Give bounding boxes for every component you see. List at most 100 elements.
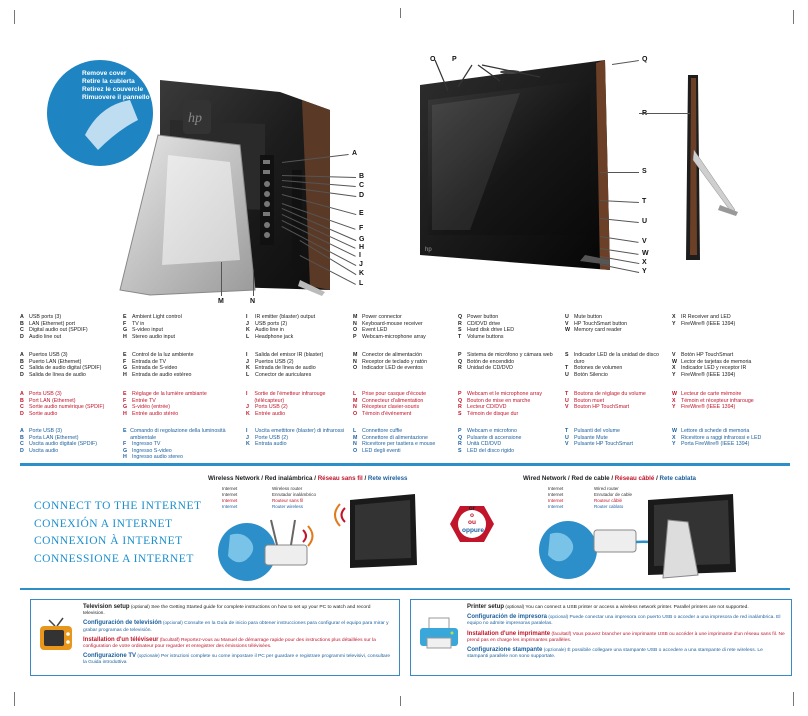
legend-label: Sistema de micrófono y cámara web: [467, 352, 553, 358]
legend-label: Mute button: [574, 314, 602, 320]
wireless-router-list: Wireless router Enrutador inalámbrico Ro…: [272, 486, 316, 510]
legend-key: A: [20, 428, 24, 434]
tv_panel-paragraph: Installation d'un téléviseur (facultatif…: [83, 637, 391, 650]
legend-label: LED del disco rigido: [467, 447, 515, 454]
legend-key: R: [458, 404, 462, 411]
callout-right: Q: [642, 56, 648, 63]
wireless-internet-list: Internet Internet Internet Internet: [222, 486, 237, 510]
panel-tag: (opzionale): [543, 647, 566, 653]
svg-text:hp: hp: [188, 111, 202, 126]
legend-label: Power connector: [362, 314, 402, 320]
legend-key: K: [246, 365, 250, 372]
legend-label: Bouton muet: [574, 397, 605, 404]
legend-label: Pulsante HP TouchSmart: [574, 441, 633, 448]
wired-router-label: Wired router: [594, 486, 619, 491]
legend-label: Audio line in: [255, 327, 284, 334]
legend-label: Connecteur d'alimentation: [362, 397, 424, 404]
legend-key: X: [672, 314, 676, 320]
legend-label: Puertos USB (2): [255, 358, 294, 365]
callout-left: E: [359, 210, 364, 217]
legend-key: Q: [458, 434, 463, 441]
wired-heading-en: Wired Network: [523, 475, 567, 482]
legend-key: A: [20, 314, 24, 320]
legend-key: U: [565, 434, 569, 441]
legend-label: IR Receiver and LED: [681, 314, 731, 320]
cover-banner-line: Retirez le couvercle: [82, 86, 144, 93]
legend-key: C: [20, 441, 24, 448]
legend-label: Headphone jack: [255, 333, 294, 340]
wired-router-label: Enrutador de cable: [594, 492, 633, 497]
legend-key: N: [353, 320, 357, 327]
legend-label: FireWire® (IEEE 1394): [681, 404, 736, 411]
legend-label: Témoin d'événement: [362, 410, 412, 417]
svg-text:hp: hp: [425, 247, 432, 253]
panel-title: Configurazione TV: [83, 653, 136, 660]
legend-key: Y: [672, 441, 676, 448]
tv_panel-paragraph: Configurazione TV (opzionale) Per istruz…: [83, 653, 391, 666]
callout-left: G: [359, 236, 365, 243]
cover-inset-circle: [45, 58, 155, 168]
legend-label: Indicador LED y receptor IR: [681, 365, 747, 372]
connect-title: CONNECT TO THE INTERNET CONEXIÓN A INTER…: [34, 498, 202, 568]
legend-label: Prise pour casque d'écoute: [362, 391, 427, 397]
callout-m: M: [218, 298, 224, 305]
legend-key: Q: [458, 358, 463, 365]
legend-label: Memory card reader: [574, 327, 622, 334]
legend-label: S-vidéo (entrée): [132, 404, 170, 411]
panel-title: Printer setup: [467, 604, 505, 610]
legend-key: I: [246, 391, 248, 397]
legend-label: Botón HP TouchSmart: [681, 352, 734, 358]
panel-tag: (optional): [130, 604, 150, 609]
legend-label: Pulsante di accensione: [467, 434, 522, 441]
legend-label: Ports USB (2): [255, 404, 288, 411]
wired-heading-fr: Réseau câblé: [614, 475, 655, 482]
callout-left: F: [359, 225, 364, 232]
legend-label: IR emitter (blaster) output: [255, 314, 316, 320]
cover-banner-line: Retire la cubierta: [82, 78, 135, 85]
panel-title: Configurazione stampante: [467, 647, 543, 654]
legend-key: W: [565, 327, 570, 334]
legend-label: Volume buttons: [467, 333, 504, 340]
wireless-router-label: Enrutador inalámbrico: [272, 492, 317, 497]
callout-left: K: [359, 270, 365, 277]
legend-label: Indicador LED de la unidad de disco duro: [573, 352, 659, 365]
legend-label: Keyboard-mouse receiver: [362, 320, 423, 327]
legend-label: Entrada de S-video: [132, 365, 178, 372]
legend-key: C: [20, 365, 24, 372]
legend-key: E: [123, 428, 127, 434]
panel-tag: (facultatif): [159, 636, 180, 642]
callout-leader: [600, 172, 639, 173]
legend-label: Power button: [467, 314, 499, 320]
legend-key: V: [565, 404, 569, 411]
legend-label: Lector de tarjetas de memoria: [681, 358, 752, 365]
